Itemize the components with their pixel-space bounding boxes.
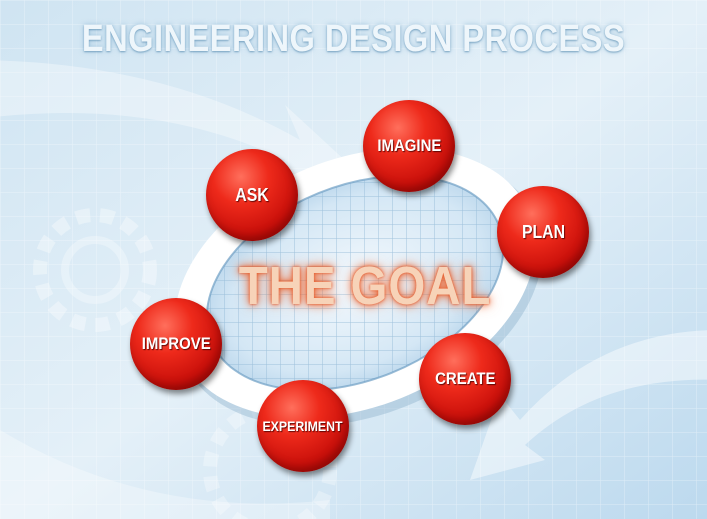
- step-experiment-label: EXPERIMENT: [262, 418, 344, 434]
- diagram-title: ENGINEERING DESIGN PROCESS: [81, 18, 626, 60]
- step-plan-label: PLAN: [521, 221, 565, 242]
- center-goal-label: THE GOAL: [238, 256, 492, 316]
- step-create: CREATE: [419, 333, 511, 425]
- step-improve: IMPROVE: [130, 298, 222, 390]
- step-imagine-label: IMAGINE: [376, 136, 441, 155]
- step-experiment: EXPERIMENT: [257, 380, 349, 472]
- step-ask: ASK: [206, 149, 298, 241]
- step-create-label: CREATE: [434, 369, 496, 388]
- step-improve-label: IMPROVE: [141, 334, 211, 353]
- step-plan: PLAN: [497, 186, 589, 278]
- step-imagine: IMAGINE: [363, 100, 455, 192]
- step-ask-label: ASK: [235, 184, 269, 205]
